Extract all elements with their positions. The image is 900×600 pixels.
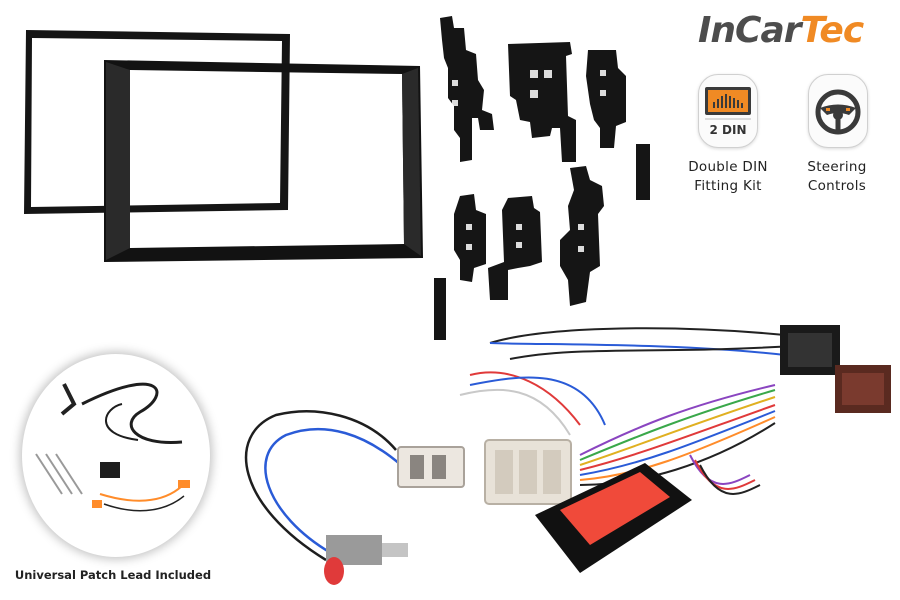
fascia-frame-back [24, 30, 290, 214]
double-din-label-line2: Fitting Kit [694, 178, 762, 194]
bracket-6 [488, 196, 542, 300]
double-din-badge: 2 DIN [698, 74, 758, 148]
antenna-adapter [244, 410, 465, 585]
bracket-7 [560, 166, 604, 306]
patch-lead-label: Universal Patch Lead Included [14, 568, 212, 582]
white-connector [484, 439, 572, 505]
bracket-8 [434, 278, 446, 340]
steering-controls-badge [808, 74, 868, 148]
bracket-2 [508, 42, 576, 162]
patch-lead-circle [22, 354, 210, 557]
steering-wheel-icon [815, 89, 861, 135]
double-din-label-line1: Double DIN [688, 159, 768, 175]
antenna-connector-white [397, 446, 465, 488]
patch-lead-image [35, 382, 190, 512]
iso-connector-black [780, 325, 840, 375]
interface-box [535, 463, 692, 573]
brand-logo-part2: Tec [800, 10, 865, 51]
bracket-4 [636, 144, 650, 200]
steering-controls-label: Steering Controls [800, 158, 874, 196]
steering-label-line2: Controls [807, 178, 867, 194]
bracket-5 [454, 194, 486, 282]
brand-logo-part1: InCar [698, 10, 801, 51]
fascia-frames [24, 30, 423, 262]
steering-harness [459, 325, 891, 573]
bracket-1 [440, 16, 494, 162]
fascia-frame-front [104, 60, 423, 262]
steering-label-line1: Steering [807, 159, 867, 175]
brand-logo: InCarTec [698, 10, 865, 51]
double-din-label: Double DIN Fitting Kit [682, 158, 774, 196]
bracket-3 [586, 50, 626, 148]
antenna-plug [324, 535, 408, 585]
iso-connector-brown [835, 365, 891, 413]
2-din-icon-text: 2 DIN [709, 123, 747, 137]
2-din-radio-icon [705, 87, 751, 120]
mounting-brackets [434, 16, 650, 340]
